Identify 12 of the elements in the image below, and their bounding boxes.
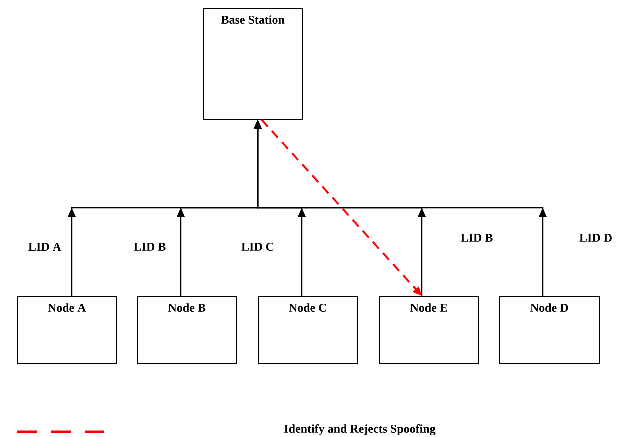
node-box: Node B (137, 296, 238, 364)
node-box: Node E (379, 296, 480, 364)
node-box: Base Station (203, 8, 304, 120)
edge-label: LID C (242, 242, 274, 252)
node-box: Node C (258, 296, 358, 364)
edge-label: LID B (461, 234, 493, 242)
node-box: Node D (499, 296, 600, 364)
node-box: Node A (17, 296, 118, 364)
legend-text: Identify and Rejects Spoofing (284, 424, 436, 436)
edge-label: LID B (134, 243, 166, 251)
edge-label: LID D (580, 234, 612, 242)
edge-label: LID A (28, 243, 62, 251)
